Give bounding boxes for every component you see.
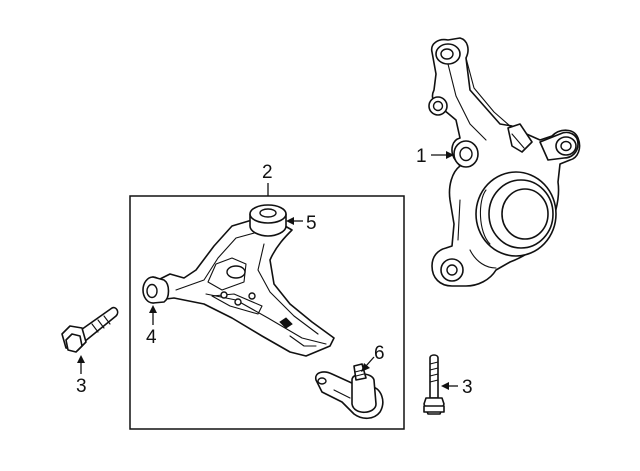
callout-5: 5 xyxy=(286,213,317,234)
front-bushing xyxy=(142,276,170,304)
ball-joint xyxy=(314,363,384,420)
assembly-frame xyxy=(129,195,405,430)
lower-control-arm xyxy=(149,219,335,357)
callout-4: 4 xyxy=(146,305,157,348)
callout-number-1: 1 xyxy=(416,146,427,167)
callout-number-5: 5 xyxy=(306,213,317,234)
callout-3-right: 3 xyxy=(441,377,473,398)
callout-6: 6 xyxy=(361,343,385,372)
callout-number-3-left: 3 xyxy=(76,376,87,397)
rear-bushing xyxy=(249,204,287,237)
callout-1: 1 xyxy=(416,146,454,167)
callout-number-4: 4 xyxy=(146,327,157,348)
callout-3-left: 3 xyxy=(76,355,87,397)
bolt-left xyxy=(61,306,119,353)
callout-number-6: 6 xyxy=(374,343,385,364)
callout-2: 2 xyxy=(262,162,273,196)
steering-knuckle xyxy=(428,37,581,287)
callout-number-2: 2 xyxy=(262,162,273,183)
bolt-right xyxy=(423,354,445,415)
callout-number-3-right: 3 xyxy=(462,377,473,398)
